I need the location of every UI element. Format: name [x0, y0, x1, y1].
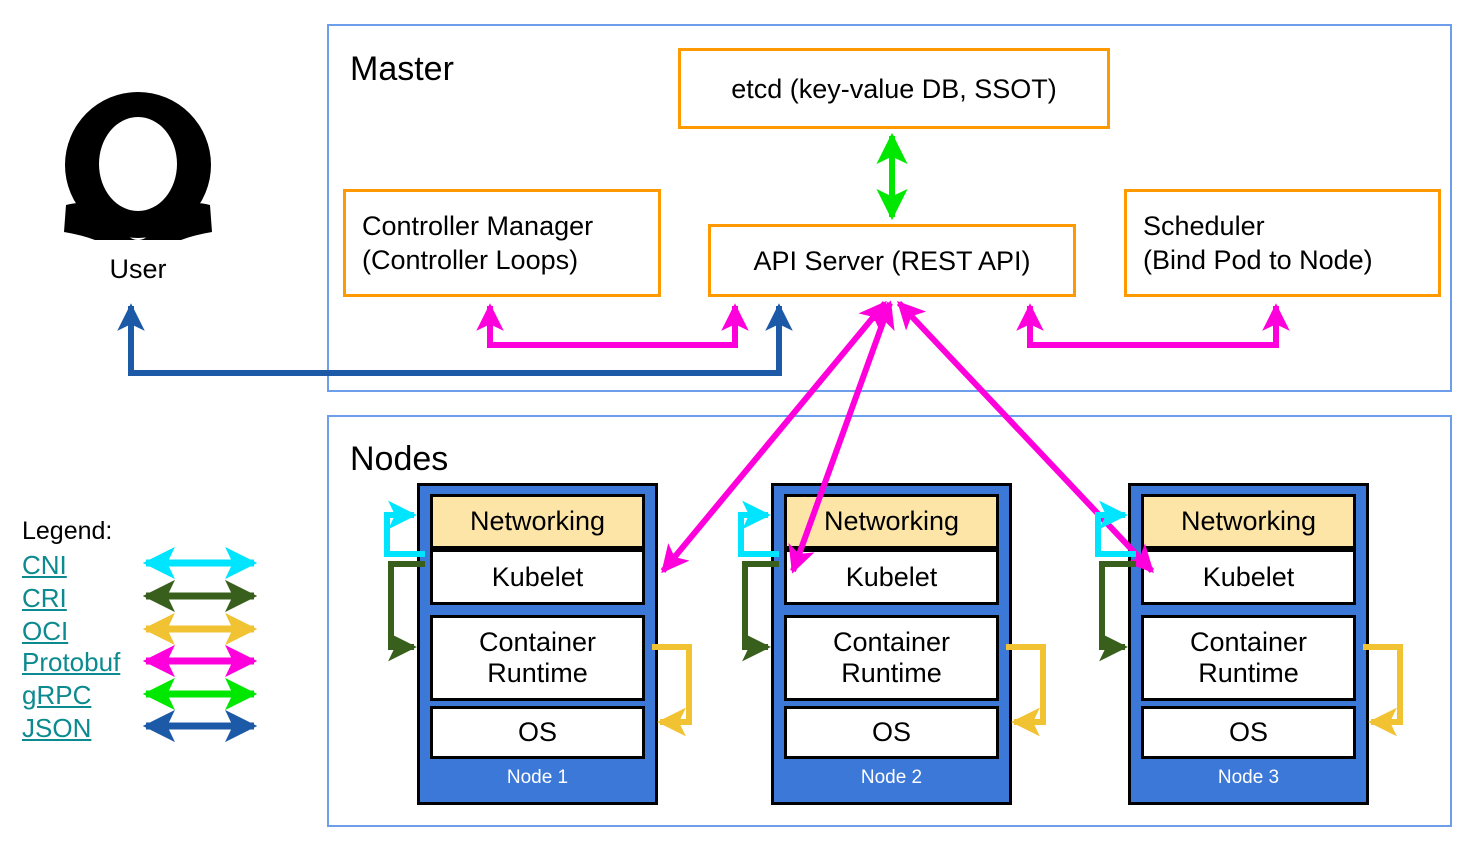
node-2-container-runtime-label: Container Runtime	[832, 627, 951, 688]
node-1-os-label: OS	[517, 717, 557, 747]
legend-title: Legend:	[22, 517, 113, 545]
node-1-kubelet[interactable]: Kubelet	[430, 549, 645, 605]
node-3-container-runtime[interactable]: Container Runtime	[1141, 615, 1356, 701]
node-card-2[interactable]: Networking Kubelet Container Runtime OS …	[771, 483, 1012, 805]
node-3-container-runtime-label: Container Runtime	[1189, 627, 1308, 688]
node-3-os[interactable]: OS	[1141, 706, 1356, 759]
node-1-name: Node 1	[506, 767, 569, 788]
scheduler-box[interactable]: Scheduler (Bind Pod to Node)	[1124, 189, 1441, 297]
legend-item-protobuf-label[interactable]: Protobuf	[22, 647, 121, 677]
node-1-kubelet-label: Kubelet	[491, 561, 584, 592]
master-group-title: Master	[350, 50, 454, 88]
node-2-os[interactable]: OS	[784, 706, 999, 759]
controller-manager-label: Controller Manager (Controller Loops)	[362, 211, 594, 275]
legend-item-oci-label[interactable]: OCI	[22, 616, 69, 646]
node-1-container-runtime-label: Container Runtime	[478, 627, 597, 688]
legend-item-json-label[interactable]: JSON	[22, 713, 92, 743]
legend-item-cni-label[interactable]: CNI	[22, 550, 67, 580]
etcd-box[interactable]: etcd (key-value DB, SSOT)	[678, 48, 1110, 129]
node-3-kubelet[interactable]: Kubelet	[1141, 549, 1356, 605]
node-2-networking[interactable]: Networking	[784, 494, 999, 549]
node-1-networking[interactable]: Networking	[430, 494, 645, 549]
node-card-1[interactable]: Networking Kubelet Container Runtime OS …	[417, 483, 658, 805]
node-2-os-label: OS	[871, 717, 911, 747]
node-1-container-runtime[interactable]: Container Runtime	[430, 615, 645, 701]
node-2-networking-label: Networking	[823, 506, 960, 536]
node-3-kubelet-label: Kubelet	[1202, 561, 1295, 592]
nodes-group-title: Nodes	[350, 440, 449, 478]
scheduler-label: Scheduler (Bind Pod to Node)	[1143, 211, 1373, 275]
controller-manager-box[interactable]: Controller Manager (Controller Loops)	[343, 189, 661, 297]
node-3-networking-label: Networking	[1180, 506, 1317, 536]
api-server-box[interactable]: API Server (REST API)	[708, 224, 1076, 297]
node-3-name: Node 3	[1217, 767, 1280, 788]
legend-item-grpc-label[interactable]: gRPC	[22, 680, 92, 710]
node-2-kubelet[interactable]: Kubelet	[784, 549, 999, 605]
node-card-3[interactable]: Networking Kubelet Container Runtime OS …	[1128, 483, 1369, 805]
node-1-networking-label: Networking	[469, 506, 606, 536]
api-server-label: API Server (REST API)	[753, 245, 1031, 276]
node-3-networking[interactable]: Networking	[1141, 494, 1356, 549]
etcd-label: etcd (key-value DB, SSOT)	[731, 73, 1057, 104]
node-2-container-runtime[interactable]: Container Runtime	[784, 615, 999, 701]
node-2-kubelet-label: Kubelet	[845, 561, 938, 592]
node-1-os[interactable]: OS	[430, 706, 645, 759]
node-2-name: Node 2	[860, 767, 923, 788]
user-label: User	[109, 254, 167, 284]
node-3-os-label: OS	[1228, 717, 1268, 747]
legend-item-cri-label[interactable]: CRI	[22, 583, 67, 613]
